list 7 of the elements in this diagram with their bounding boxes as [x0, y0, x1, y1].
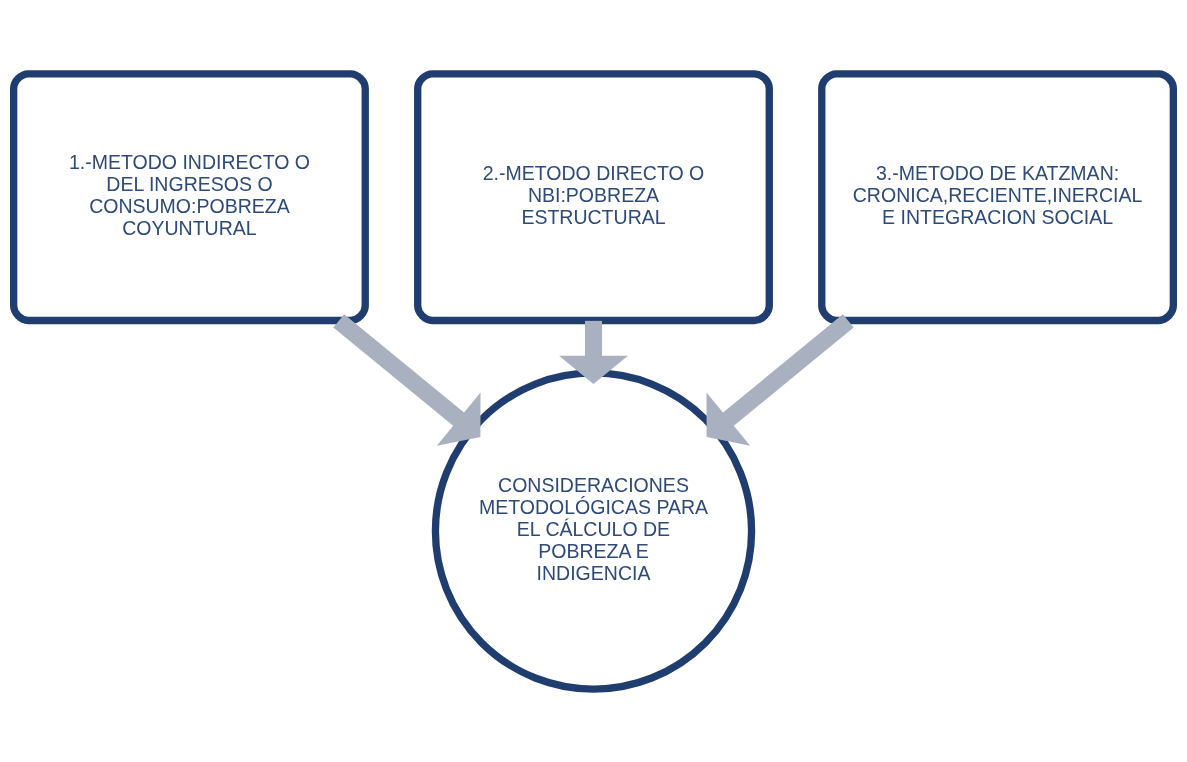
arrow [559, 320, 628, 384]
node-circle: CONSIDERACIONES METODOLÓGICAS PARA EL CÁLCULO DE POBREZA E INDIGENCIA [431, 368, 756, 693]
node-box: 2.-METODO DIRECTO O NBI:POBREZA ESTRUCTURAL [414, 69, 773, 324]
arrow [706, 313, 854, 446]
node-box: 1.-METODO INDIRECTO O DEL INGRESOS O CONSUMO:POBREZA COYUNTURAL [10, 69, 369, 324]
node-box: 3.-METODO DE KATZMAN: CRONICA,RECIENTE,INERCIAL E INTEGRACION SOCIAL [818, 69, 1177, 324]
arrow [333, 313, 481, 446]
